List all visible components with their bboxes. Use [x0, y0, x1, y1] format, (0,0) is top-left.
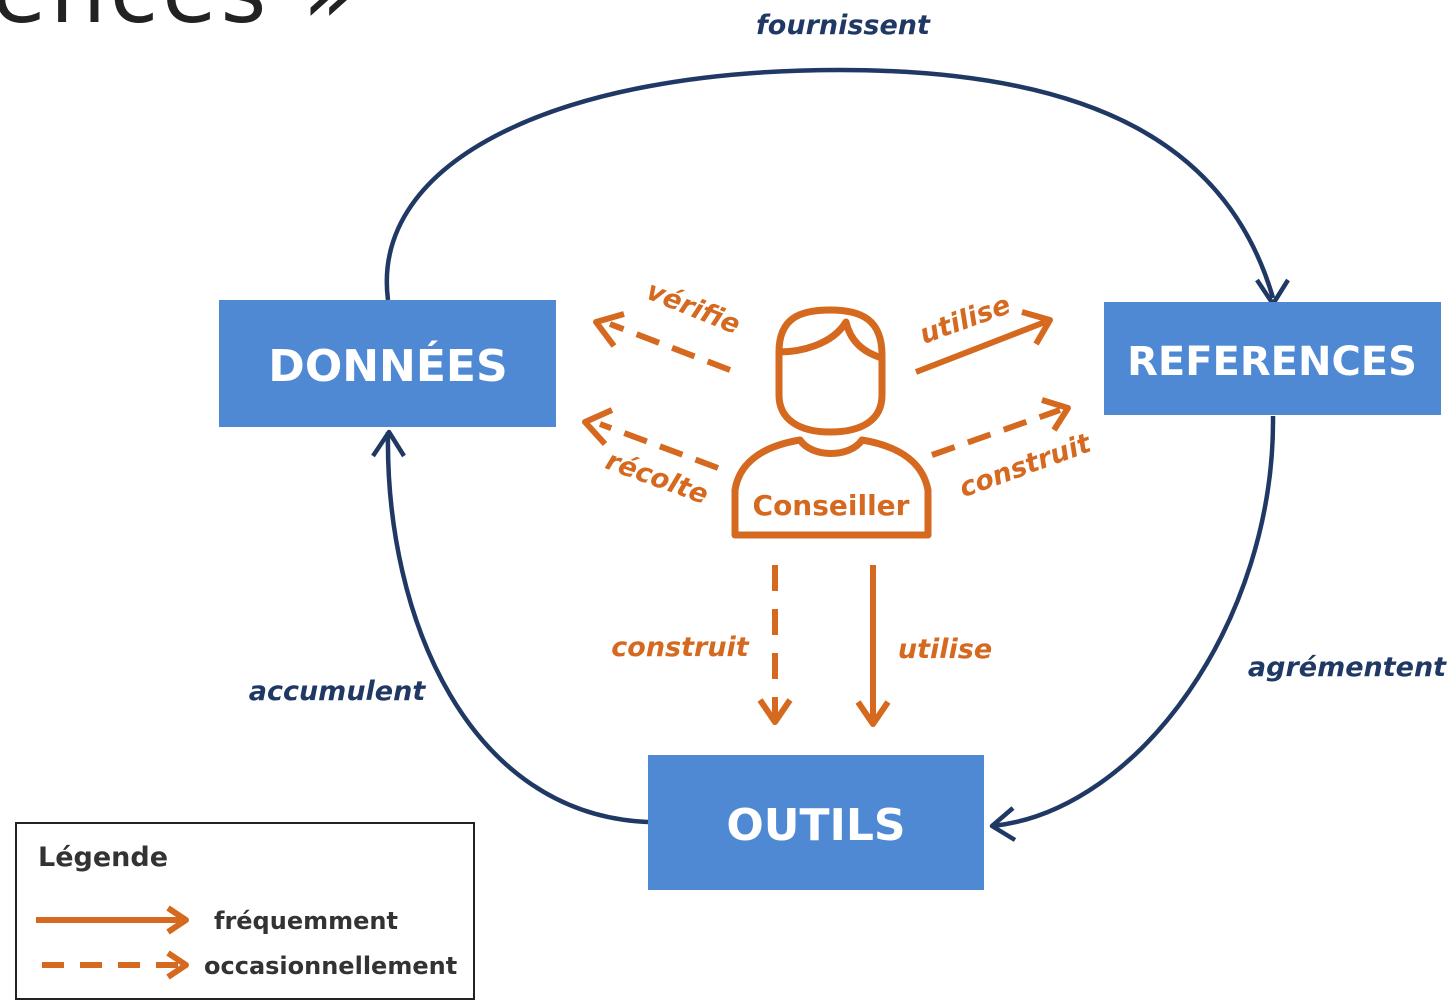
box-donnees-label: DONNÉES	[268, 339, 507, 392]
cycle-arrow-donnees-to-references	[384, 67, 1276, 301]
cycle-arrow-references-to-outils	[992, 415, 1276, 829]
label-agrementent: agrémentent	[1248, 652, 1447, 683]
label-utilise-outils: utilise	[898, 634, 992, 665]
arrowhead-construit-references	[1041, 397, 1071, 432]
arrowhead-utilise-outils	[855, 700, 891, 727]
legend-solid-label: fréquemment	[214, 907, 398, 935]
legend-title: Légende	[38, 842, 168, 873]
legend-frame	[15, 822, 475, 1000]
box-outils	[648, 755, 984, 890]
arrow-verifie	[608, 321, 732, 373]
legend-dashed-arrowhead	[166, 950, 189, 980]
label-recolte: récolte	[601, 445, 712, 511]
arrowhead-verifie	[593, 311, 625, 348]
label-fournissent: fournissent	[756, 10, 931, 41]
cycle-arrow-outils-to-donnees	[385, 431, 649, 825]
person-icon	[731, 306, 932, 539]
arrowhead-construit-outils	[757, 698, 793, 725]
legend-dashed-label: occasionnellement	[204, 952, 457, 980]
heading-fragment: ences »	[0, 0, 360, 43]
legend: Légende fréquemment occasionnellement	[15, 822, 475, 1000]
arrow-utilise-references	[914, 319, 1047, 375]
cycle-arrowhead-outils	[989, 806, 1017, 842]
arrow-recolte	[598, 421, 720, 471]
box-references	[1104, 302, 1441, 415]
box-references-label: REFERENCES	[1127, 339, 1417, 385]
advisor-label: Conseiller	[753, 489, 910, 522]
legend-solid-arrowhead	[166, 905, 189, 935]
label-verifie: vérifie	[642, 275, 745, 340]
box-donnees	[219, 300, 556, 427]
label-construit-outils: construit	[611, 632, 750, 663]
arrow-construit-references	[931, 407, 1061, 458]
arrowhead-utilise-references	[1021, 309, 1053, 346]
cycle-arrowhead-donnees	[371, 429, 406, 458]
label-accumulent: accumulent	[249, 676, 427, 707]
arrowhead-recolte	[582, 407, 614, 447]
box-outils-label: OUTILS	[726, 800, 905, 851]
